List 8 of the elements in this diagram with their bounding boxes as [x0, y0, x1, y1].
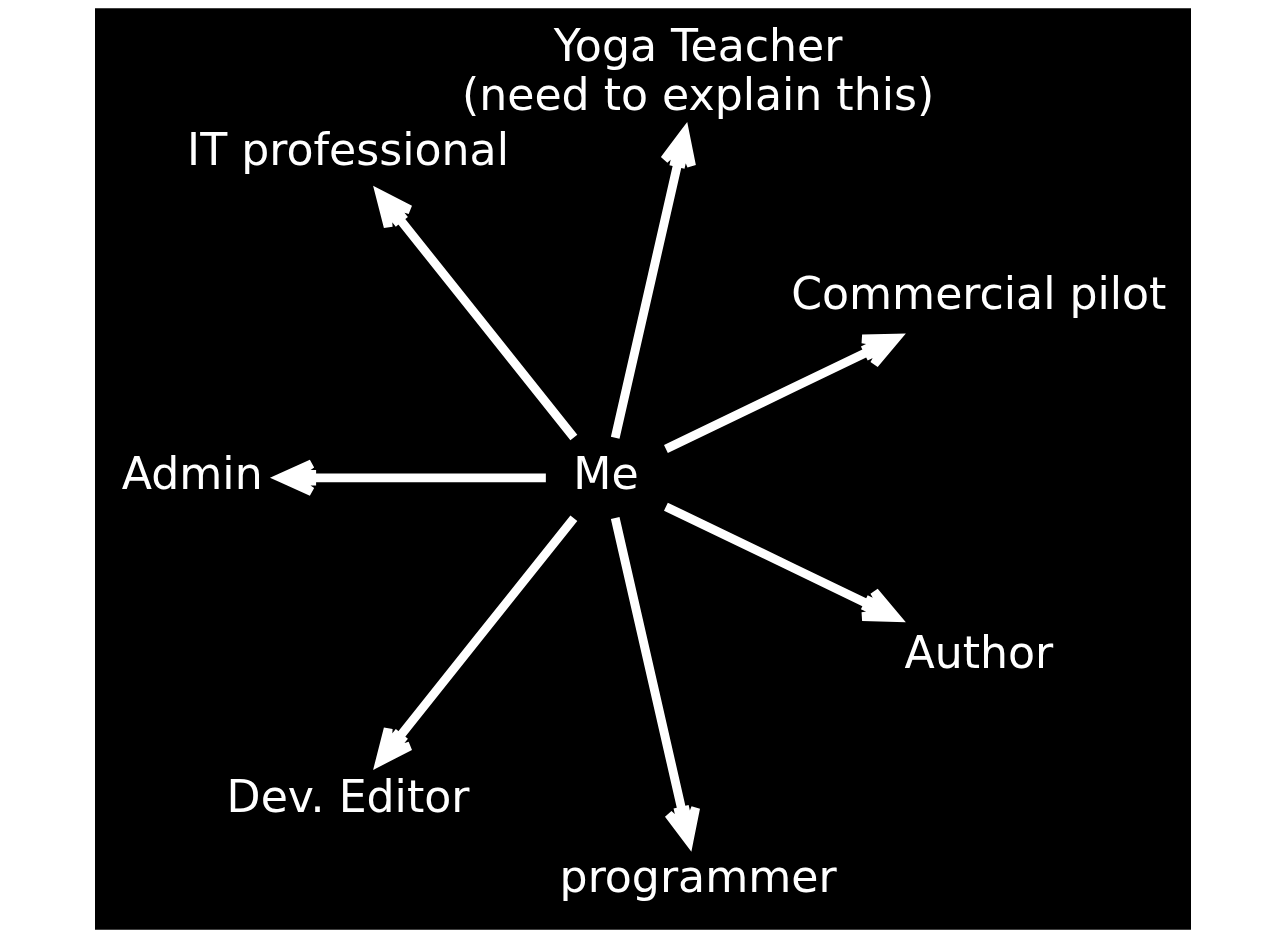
- node-text: programmer: [559, 851, 837, 903]
- node-text: Me: [572, 447, 639, 499]
- node-text: Author: [903, 627, 1053, 679]
- node-text: Dev. Editor: [226, 771, 469, 823]
- node-text: Commercial pilot: [790, 268, 1166, 320]
- node-text: Yoga Teacher (need to explain this): [461, 20, 934, 120]
- node-text: Admin: [121, 447, 263, 499]
- node-text: IT professional: [186, 124, 509, 176]
